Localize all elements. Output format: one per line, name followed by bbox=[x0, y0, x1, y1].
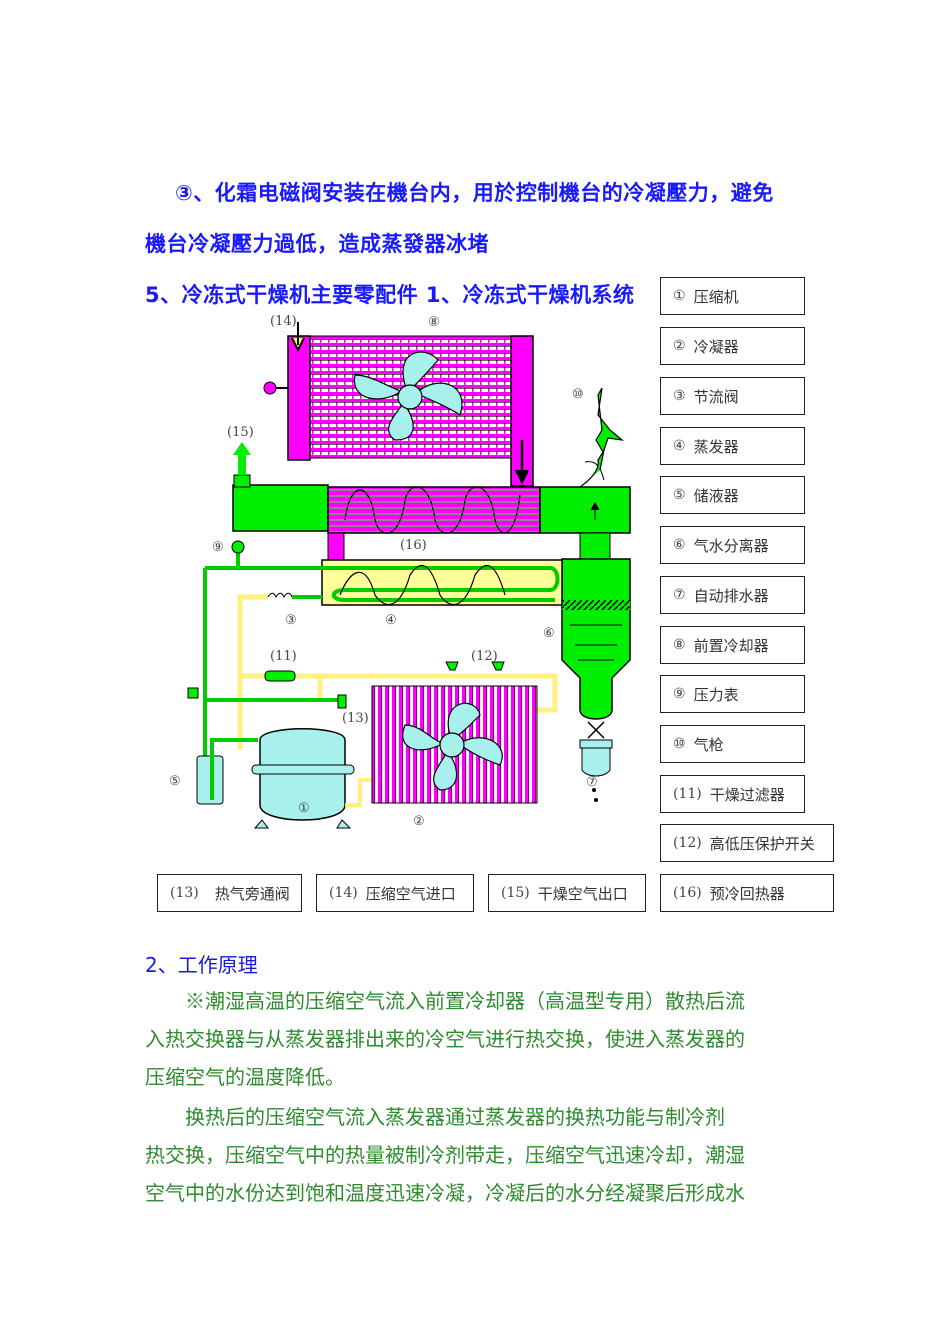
receiver bbox=[196, 738, 258, 805]
label-12: (12) bbox=[471, 649, 498, 664]
para-1-line-1: ※潮湿高温的压缩空气流入前置冷却器（高温型专用）散热后流 bbox=[185, 989, 745, 1013]
condenser bbox=[371, 685, 538, 804]
precooler bbox=[263, 322, 534, 487]
legend-item: (11)干燥过滤器 bbox=[660, 775, 805, 813]
label-4: ④ bbox=[385, 613, 397, 628]
label-1: ① bbox=[298, 801, 310, 816]
intro-line-2: 機台冷凝壓力過低，造成蒸發器冰堵 bbox=[145, 232, 489, 256]
compressor bbox=[251, 728, 372, 829]
label-2: ② bbox=[413, 814, 425, 829]
para-2-line-2: 热交换，压缩空气中的热量被制冷剂带走，压缩空气迅速冷却，潮湿 bbox=[145, 1143, 745, 1167]
label-16: (16) bbox=[400, 538, 427, 553]
label-15: (15) bbox=[227, 425, 254, 440]
para-2-line-3: 空气中的水份达到饱和温度迅速冷凝，冷凝后的水分经凝聚后形成水 bbox=[145, 1181, 745, 1205]
para-2-line-1: 换热后的压缩空气流入蒸发器通过蒸发器的换热功能与制冷剂 bbox=[185, 1105, 725, 1129]
pre-cooling-regenerator bbox=[327, 486, 541, 562]
label-3: ③ bbox=[285, 613, 297, 628]
label-5: ⑤ bbox=[169, 774, 181, 789]
label-10: ⑩ bbox=[572, 387, 584, 402]
refrigerated-dryer-diagram: (14) ⑧ ⑩ (15) ⑨ (16) ③ ④ ⑥ (11) (12) (13… bbox=[150, 300, 650, 840]
legend-item: (12)高低压保护开关 bbox=[660, 824, 834, 862]
para-1-line-3: 压缩空气的温度降低。 bbox=[145, 1065, 345, 1089]
para-1-line-2: 入热交换器与从蒸发器排出来的冷空气进行热交换，使进入蒸发器的 bbox=[145, 1027, 745, 1051]
label-8: ⑧ bbox=[428, 315, 440, 330]
label-14: (14) bbox=[270, 314, 297, 329]
label-9: ⑨ bbox=[212, 540, 224, 555]
pressure-gauge bbox=[231, 540, 245, 568]
water-separator bbox=[539, 461, 631, 720]
evaporator bbox=[205, 559, 563, 606]
label-7: ⑦ bbox=[586, 775, 598, 790]
legend-item: (15)干燥空气出口 bbox=[488, 874, 646, 912]
working-principle-heading: 2、工作原理 bbox=[145, 953, 258, 977]
section-heading: 5、冷冻式干燥机主要零配件 1、冷冻式干燥机系统 bbox=[145, 283, 635, 307]
intro-line-1: ③、化霜电磁阀安装在機台内，用於控制機台的冷凝壓力，避免 bbox=[175, 181, 774, 205]
auto-drain bbox=[579, 721, 613, 802]
air-gun bbox=[579, 387, 625, 488]
label-6: ⑥ bbox=[543, 626, 555, 641]
legend-item: (16)预冷回热器 bbox=[660, 874, 834, 912]
air-outlet bbox=[232, 442, 329, 532]
legend-item: (13)热气旁通阀 bbox=[157, 874, 302, 912]
label-11: (11) bbox=[270, 649, 297, 664]
legend-item: (14)压缩空气进口 bbox=[316, 874, 474, 912]
label-13: (13) bbox=[342, 711, 369, 726]
